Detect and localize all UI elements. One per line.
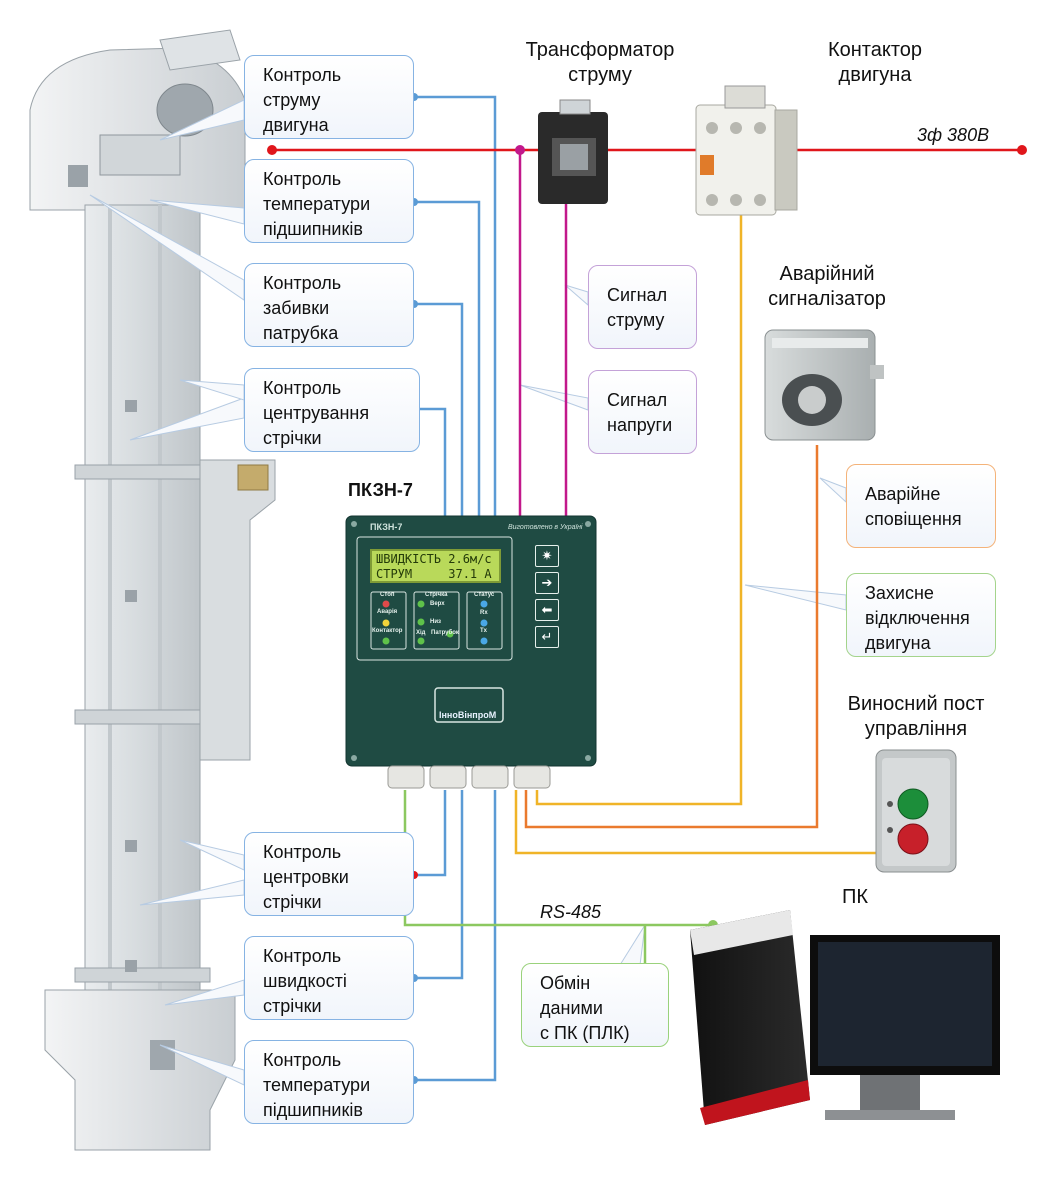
callout-line: струму [263,90,321,110]
callout-line: Аварійне [865,484,941,504]
callout-line: Сигнал [607,285,668,305]
title-alarm-sounder: Аварійний сигналізатор [752,262,902,312]
motor-contactor-illustration [695,85,798,216]
lcd-line-2: СТРУМ 37.1 А [376,567,492,581]
title-remote-station: Виносний пост управління [826,692,1006,742]
callout-line: Контроль [263,946,342,966]
remote-station-illustration [875,749,957,873]
callout-line: патрубка [263,323,339,343]
lcd-line-1: ШВИДКІСТЬ 2.6м/с [376,552,492,566]
callout-current-signal: Сигнал струму [588,265,697,349]
title-pc: ПК [830,885,880,910]
sensor-wires [414,95,497,1082]
callout-line: температури [263,1075,371,1095]
callout-line: Обмін [540,973,591,993]
callout-motor-protective-shutdown: Захисне відключення двигуна [846,573,996,657]
device-lcd-display: ШВИДКІСТЬ 2.6м/с СТРУМ 37.1 А [370,549,501,583]
callout-belt-centering-bottom: Контроль центровки стрічки [244,832,414,916]
rs485-wire [403,790,713,965]
title-line: Аварійний [779,263,875,285]
led-group-title-status: Статус [474,592,495,598]
callout-line: відключення [865,608,970,628]
callout-line: забивки [263,298,330,318]
callout-pointers-right [519,284,847,966]
title-line: струму [568,64,632,86]
device-heading: ПКЗН-7 [348,480,413,500]
callout-spout-clog: Контроль забивки патрубка [244,263,414,347]
led-label-bottom: Низ [430,619,442,625]
device-star-button[interactable]: ✷ [535,545,559,567]
callout-pc-data-exchange: Обмін даними с ПК (ПЛК) [521,963,669,1047]
title-line: двигуна [838,64,912,86]
callout-line: струму [607,310,665,330]
title-motor-contactor: Контактор двигуна [800,38,950,88]
callout-bearing-temp-bottom: Контроль температури підшипників [244,1040,414,1124]
alarm-sounder-illustration [764,329,884,441]
callout-line: Контроль [263,169,342,189]
bucket-elevator-illustration [29,29,276,1151]
led-label-tx: Tx [480,628,488,634]
callout-line: Контроль [263,842,342,862]
callout-line: центровки [263,867,349,887]
callout-line: підшипників [263,219,363,239]
callout-motor-current: Контроль струму двигуна [244,55,414,139]
title-line: ПК [841,886,869,908]
manufacturer-logo: ІнноВінпроМ [439,710,497,720]
callout-line: сповіщення [865,509,962,529]
callout-line: Контроль [263,65,342,85]
callout-line: центрування [263,403,370,423]
device-arrow-left-button[interactable]: ⬅ [535,599,559,621]
callout-alarm-notification: Аварійне сповіщення [846,464,996,548]
led-label-contactor: Контактор [372,628,403,634]
callout-line: с ПК (ПЛК) [540,1023,630,1043]
callout-line: двигуна [865,633,931,653]
led-label-alarm: Аварія [377,609,398,615]
callout-line: стрічки [263,428,322,448]
led-group-title-stop: Стоп [380,592,395,598]
callout-voltage-signal: Сигнал напруги [588,370,697,454]
led-label-top: Верх [430,601,445,607]
pc-illustration [690,910,1000,1125]
callout-line: Контроль [263,273,342,293]
callout-pointers [89,99,245,1086]
callout-line: Захисне [865,583,934,603]
signal-wires [518,150,568,518]
led-label-rx: Rx [480,610,488,616]
rs485-label: RS-485 [540,902,602,922]
title-line: управління [864,718,968,740]
title-line: сигналізатор [768,288,886,310]
callout-line: даними [540,998,603,1018]
callout-line: стрічки [263,996,322,1016]
callout-line: Контроль [263,378,342,398]
power-line-label: 3ф 380В [917,125,990,145]
title-line: Трансформатор [525,39,675,61]
callout-line: підшипників [263,1100,363,1120]
device-enter-button[interactable]: ↵ [535,626,559,648]
callout-line: температури [263,194,371,214]
led-group-title-belt: Стрічка [425,592,448,598]
device-arrow-right-button[interactable]: ➔ [535,572,559,594]
led-label-run: Хід [416,630,426,636]
callout-line: напруги [607,415,673,435]
title-current-transformer: Трансформатор струму [505,38,695,88]
device-made-in-label: Виготовлено в Україні [508,524,583,531]
callout-belt-speed: Контроль швидкості стрічки [244,936,414,1020]
callout-line: Сигнал [607,390,668,410]
callout-line: стрічки [263,892,322,912]
control-wires [514,215,876,855]
title-line: Контактор [827,39,923,61]
current-transformer-illustration [538,99,608,204]
callout-belt-centering-top: Контроль центрування стрічки [244,368,420,452]
callout-line: швидкості [263,971,347,991]
callout-line: двигуна [263,115,329,135]
led-label-spout: Патрубок [431,630,459,636]
title-line: Виносний пост [847,693,985,715]
device-panel-name: ПКЗН-7 [370,522,403,532]
callout-line: Контроль [263,1050,342,1070]
callout-bearing-temp-top: Контроль температури підшипників [244,159,414,243]
